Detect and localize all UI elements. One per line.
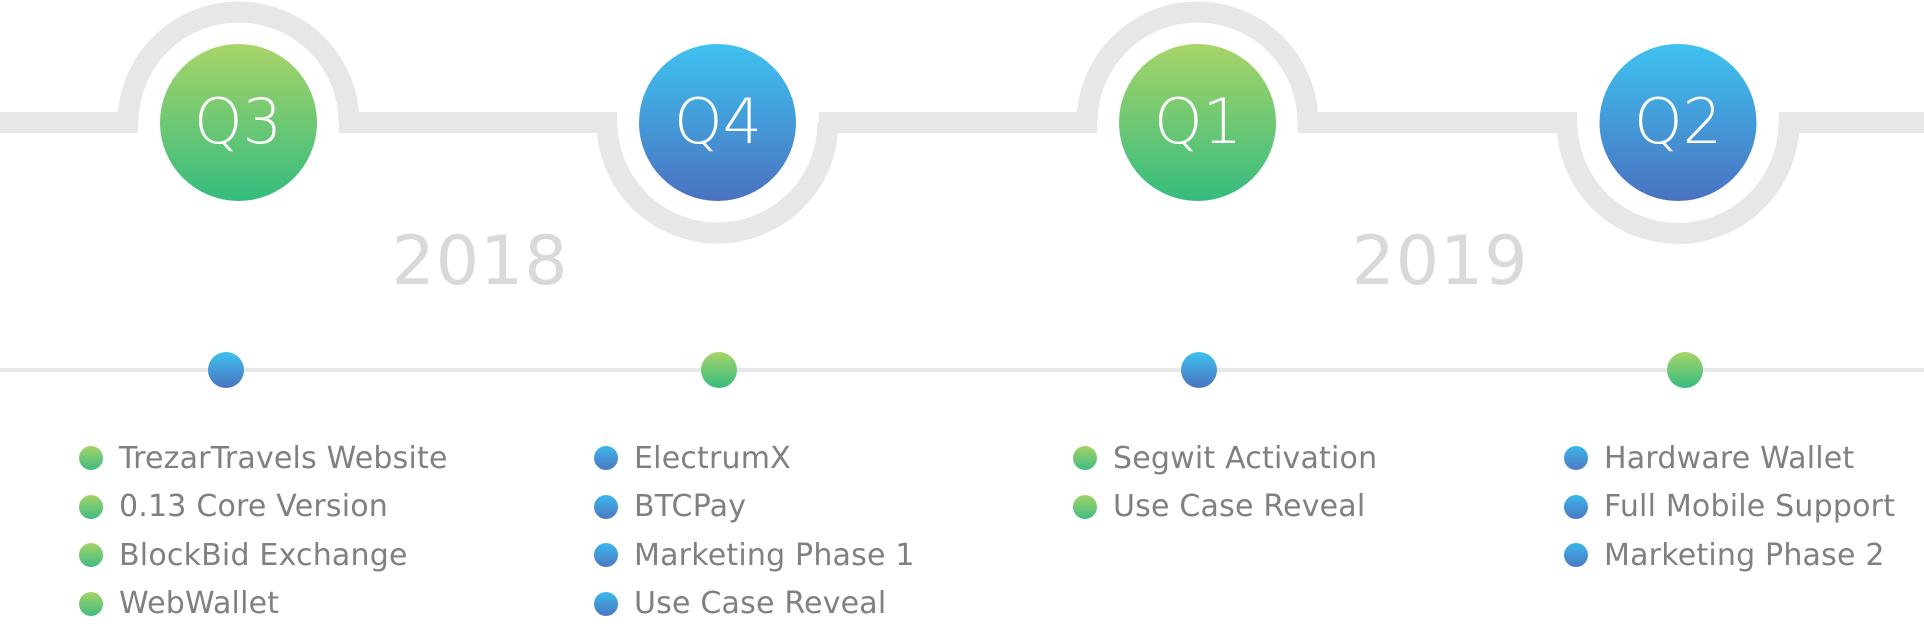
quarter-label-q1: Q1 — [1118, 82, 1278, 162]
track-segment — [0, 112, 138, 133]
list-item-label: ElectrumX — [634, 441, 791, 476]
quarter-label-q3: Q3 — [158, 82, 318, 162]
milestone-marker-2 — [701, 352, 737, 388]
list-item-label: Use Case Reveal — [1113, 489, 1365, 524]
list-item: BlockBid Exchange — [79, 531, 448, 580]
list-item-label: BTCPay — [634, 489, 746, 524]
bullet-icon — [79, 446, 103, 470]
milestone-list-q3: TrezarTravels Website 0.13 Core Version … — [79, 434, 448, 628]
bullet-icon — [594, 446, 618, 470]
bullet-icon — [594, 495, 618, 519]
list-item-label: Full Mobile Support — [1604, 489, 1895, 524]
track-segment — [1298, 112, 1577, 133]
list-item: ElectrumX — [594, 434, 915, 483]
list-item: 0.13 Core Version — [79, 483, 448, 532]
list-item-label: TrezarTravels Website — [119, 441, 448, 476]
track-segment — [1779, 112, 1924, 133]
list-item-label: Marketing Phase 2 — [1604, 538, 1885, 573]
list-item: Use Case Reveal — [594, 580, 915, 628]
list-item: Marketing Phase 1 — [594, 531, 915, 580]
bullet-icon — [79, 495, 103, 519]
bullet-icon — [1073, 446, 1097, 470]
track-segment — [819, 112, 1097, 133]
milestone-list-q4: ElectrumX BTCPay Marketing Phase 1 Use C… — [594, 434, 915, 628]
bullet-icon — [1073, 495, 1097, 519]
year-label-2018: 2018 — [360, 222, 600, 302]
milestone-list-q2: Hardware Wallet Full Mobile Support Mark… — [1564, 434, 1895, 580]
bullet-icon — [79, 592, 103, 616]
bullet-icon — [594, 592, 618, 616]
bottom-track — [0, 352, 1924, 388]
list-item-label: 0.13 Core Version — [119, 489, 388, 524]
quarter-label-q2: Q2 — [1598, 82, 1758, 162]
bullet-icon — [1564, 446, 1588, 470]
bullet-icon — [1564, 543, 1588, 567]
track-segment — [339, 112, 617, 133]
year-label-2019: 2019 — [1320, 222, 1560, 302]
list-item: Full Mobile Support — [1564, 483, 1895, 532]
thin-track-line — [0, 368, 1924, 372]
quarter-label-q4: Q4 — [638, 82, 798, 162]
list-item-label: Segwit Activation — [1113, 441, 1377, 476]
list-item: TrezarTravels Website — [79, 434, 448, 483]
milestone-marker-3 — [1181, 352, 1217, 388]
list-item-label: WebWallet — [119, 586, 279, 621]
milestone-marker-1 — [208, 352, 244, 388]
list-item-label: BlockBid Exchange — [119, 538, 408, 573]
list-item: BTCPay — [594, 483, 915, 532]
bullet-icon — [79, 543, 103, 567]
list-item: Marketing Phase 2 — [1564, 531, 1895, 580]
milestone-marker-4 — [1667, 352, 1703, 388]
list-item: Segwit Activation — [1073, 434, 1377, 483]
bullet-icon — [594, 543, 618, 567]
list-item: Hardware Wallet — [1564, 434, 1895, 483]
list-item-label: Hardware Wallet — [1604, 441, 1854, 476]
list-item-label: Marketing Phase 1 — [634, 538, 915, 573]
list-item-label: Use Case Reveal — [634, 586, 886, 621]
list-item: WebWallet — [79, 580, 448, 628]
list-item: Use Case Reveal — [1073, 483, 1377, 532]
milestone-list-q1: Segwit Activation Use Case Reveal — [1073, 434, 1377, 531]
bullet-icon — [1564, 495, 1588, 519]
